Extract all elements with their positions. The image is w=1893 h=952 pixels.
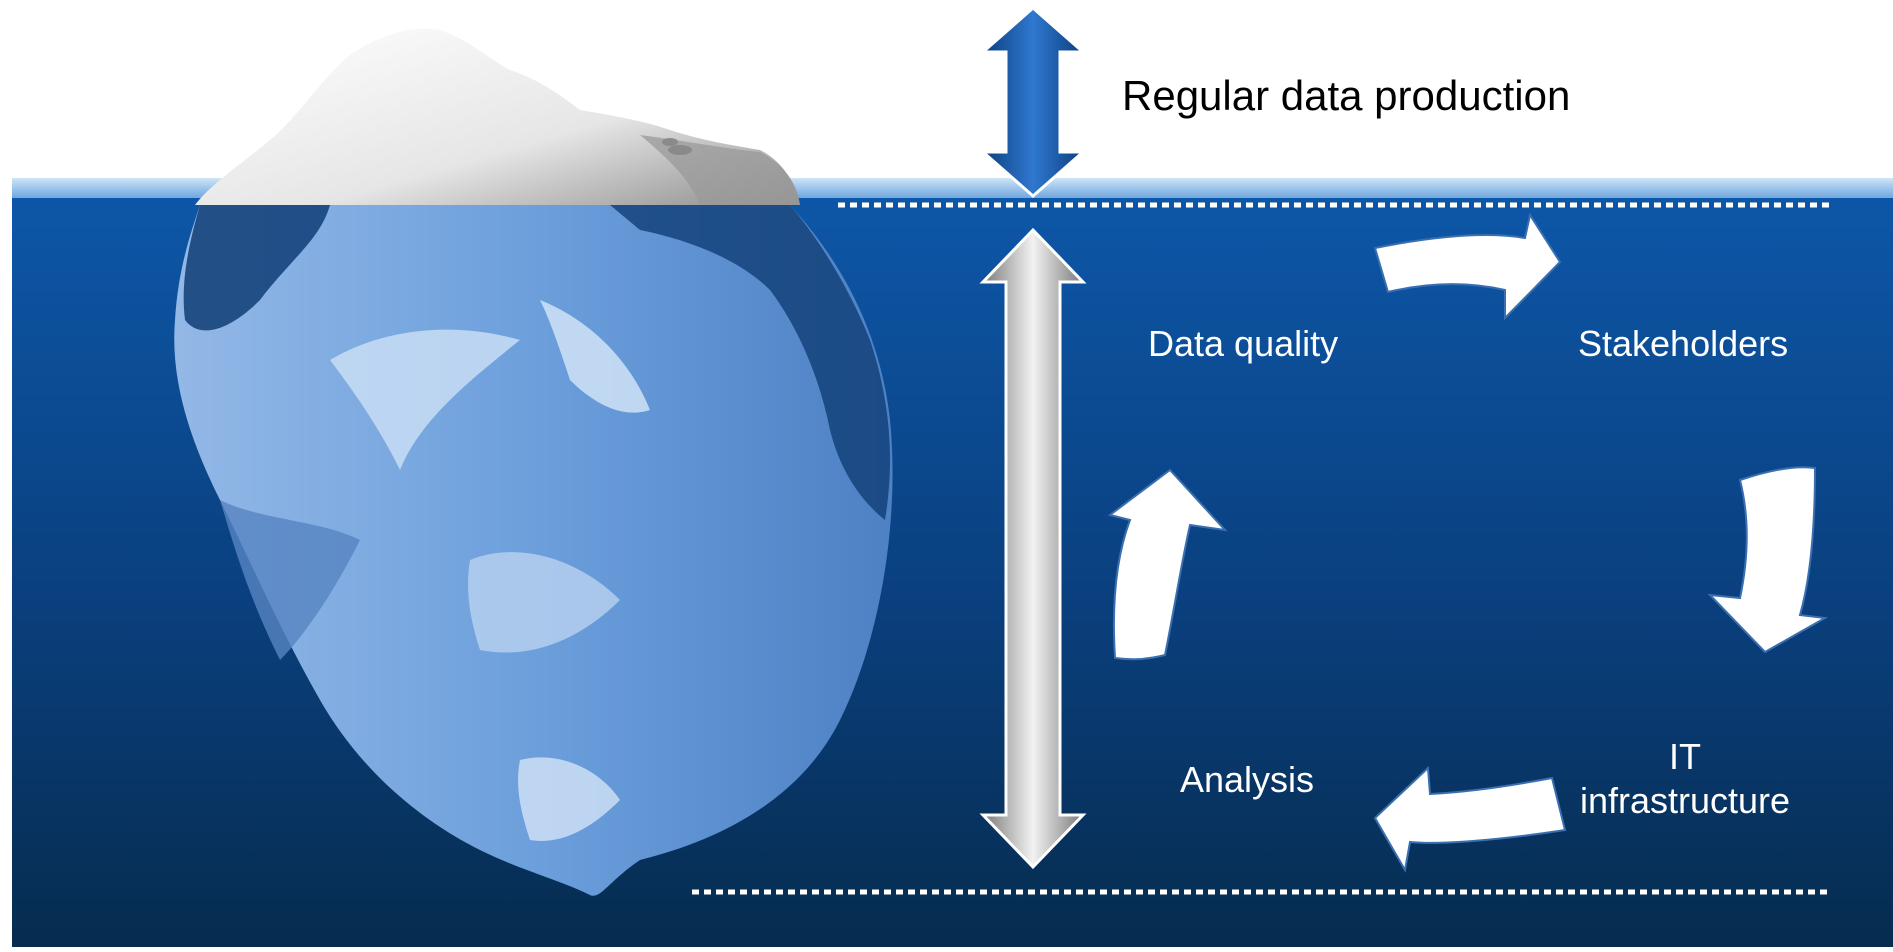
surface-double-arrow-icon — [979, 6, 1087, 198]
cycle-arrow-right-icon — [1707, 466, 1829, 654]
surface-label: Regular data production — [1122, 72, 1571, 119]
cycle-label-analysis: Analysis — [1180, 759, 1315, 800]
cycle-arrow-top-icon — [1373, 212, 1562, 321]
cycle-label-stakeholders: Stakeholders — [1578, 323, 1789, 364]
depth-double-arrow-icon — [979, 227, 1087, 870]
iceberg-underwater — [174, 205, 893, 896]
it-label-line1: IT — [1669, 736, 1701, 777]
cycle-arrows — [1107, 212, 1829, 873]
it-label-line2: infrastructure — [1579, 779, 1791, 821]
iceberg-tip — [195, 28, 800, 205]
cycle-arrow-bottom-icon — [1373, 765, 1567, 873]
cycle-arrow-left-icon — [1107, 468, 1228, 661]
cycle-label-it-infrastructure: IT infrastructure — [1540, 735, 1830, 823]
cycle-label-data-quality: Data quality — [1148, 323, 1339, 364]
